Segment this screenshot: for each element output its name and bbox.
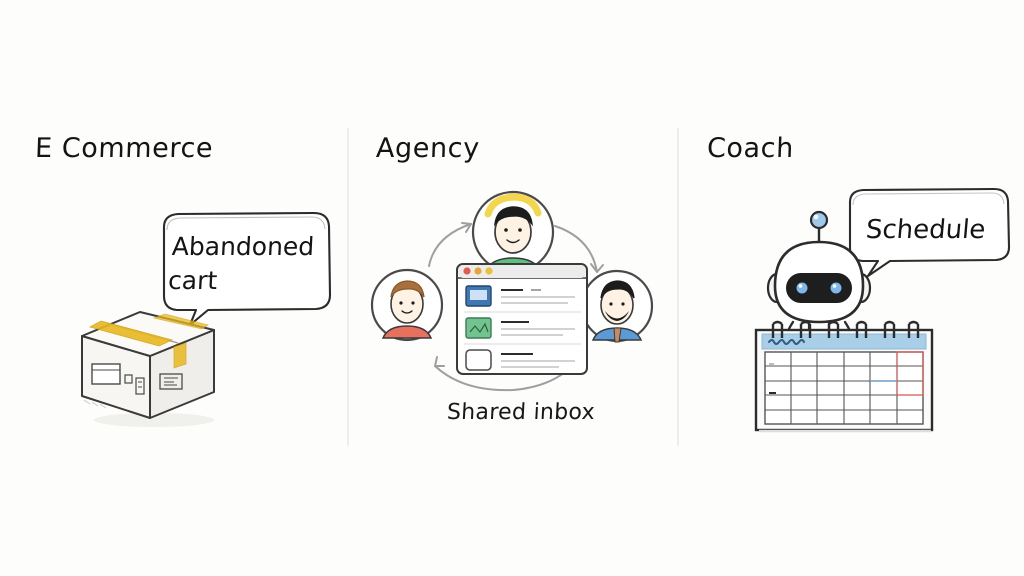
- calendar-ring-top: [856, 320, 867, 325]
- panel-agency: Agency: [349, 0, 677, 576]
- bubble-text-line-2: cart: [167, 266, 218, 295]
- avatar-right-tie: [613, 327, 622, 343]
- panel-coach: Coach Schedule: [679, 0, 1024, 576]
- calendar-header-band: [761, 333, 927, 350]
- box-stamp-lines: [164, 377, 178, 386]
- box-shadow: [94, 413, 214, 427]
- calendar-ring: [855, 324, 868, 338]
- inbox-row[interactable]: [464, 317, 581, 345]
- box-hatch: [83, 399, 107, 409]
- robot-eye-left: [796, 282, 808, 294]
- avatar-left-shirt: [381, 325, 433, 339]
- box-mark-2: [135, 377, 145, 395]
- avatar-top-eye-right: [518, 228, 522, 232]
- avatar-right: [580, 269, 654, 343]
- box-mark-1: [124, 374, 133, 384]
- calendar-ring-top: [884, 320, 895, 325]
- row-thumbnail-empty: [465, 349, 492, 371]
- avatar-top-halo: [484, 193, 542, 218]
- avatar-left-hair: [390, 280, 425, 298]
- window-dot-red[interactable]: [463, 267, 471, 275]
- box-mark-2-lines: [138, 381, 142, 388]
- calendar-highlight-weekend: [896, 351, 924, 396]
- cardboard-box-illustration: [81, 311, 215, 427]
- robot-eye-left-glint: [798, 284, 803, 288]
- row-thumbnail-blue-screen: [470, 290, 487, 300]
- box-tape-side: [173, 342, 187, 369]
- row-thumbnail-green-chart: [469, 322, 489, 334]
- calendar-ring-top: [772, 320, 783, 325]
- inbox-row[interactable]: [465, 349, 575, 371]
- panel-title-ecommerce: E Commerce: [34, 133, 214, 164]
- box-label-big: [91, 363, 121, 385]
- calendar-ring: [771, 324, 784, 338]
- avatar-left-eye-right: [411, 301, 415, 305]
- avatar-left: [370, 268, 444, 342]
- window-dot-yellow[interactable]: [474, 267, 482, 275]
- flow-arrowhead-left: [434, 356, 445, 367]
- flow-arrow-top-to-right: [554, 225, 598, 273]
- calendar-grid: [764, 351, 924, 425]
- caption-shared-inbox: Shared inbox: [446, 400, 596, 425]
- calendar-grid-rows: [765, 365, 923, 411]
- calendar-month-label-squiggle: [768, 339, 805, 345]
- panel-title-agency: Agency: [375, 133, 481, 164]
- calendar-grid-columns: [790, 352, 898, 424]
- calendar-ring: [907, 324, 920, 338]
- avatar-top-eye-left: [504, 228, 508, 232]
- avatar-right-beard: [605, 311, 629, 321]
- box-tape-top-2: [152, 313, 209, 330]
- calendar-ring: [799, 324, 812, 338]
- robot-eye-right: [830, 282, 842, 294]
- row-thumbnail-green: [465, 317, 492, 339]
- panel-divider-left: [347, 128, 349, 446]
- bubble-text-schedule: Schedule: [865, 215, 987, 245]
- panel-ecommerce: E Commerce Abandoned cart: [0, 0, 347, 576]
- robot-illustration: [766, 210, 872, 342]
- avatar-top: [471, 190, 555, 274]
- box-tape-top: [88, 320, 174, 347]
- wall-calendar-illustration: [754, 320, 934, 433]
- avatar-right-eye-right: [621, 302, 625, 306]
- panel-title-coach: Coach: [706, 133, 795, 164]
- robot-visor: [786, 273, 852, 303]
- panel-divider-right: [677, 128, 679, 446]
- window-dot-green[interactable]: [485, 267, 493, 275]
- bubble-inner-stroke: [852, 192, 1005, 206]
- bubble-outline: [162, 211, 332, 327]
- bubble-inner-stroke: [166, 216, 326, 231]
- bubble-text-line-1: Abandoned: [171, 232, 315, 261]
- avatar-top-hair: [493, 206, 533, 227]
- inbox-window: [456, 263, 588, 375]
- speech-bubble-abandoned-cart: Abandoned cart: [162, 211, 332, 327]
- robot-eye-right-glint: [832, 284, 837, 288]
- flow-arrowhead-top: [461, 222, 472, 233]
- calendar-rings: [771, 320, 920, 338]
- avatar-left-eye-left: [399, 301, 403, 305]
- robot-antenna-ball: [809, 210, 829, 230]
- avatar-right-hair: [600, 280, 635, 299]
- avatar-left-smile: [401, 310, 413, 314]
- calendar-ring-top: [908, 320, 919, 325]
- avatar-top-smile: [506, 239, 520, 244]
- flow-arrowhead-right: [590, 263, 604, 273]
- box-stamp: [159, 373, 183, 390]
- avatar-right-eye-left: [609, 302, 613, 306]
- calendar-ring-top: [828, 320, 839, 325]
- flow-arrow-left-to-top: [428, 223, 472, 267]
- shared-inbox-illustration: [370, 190, 654, 392]
- calendar-ring: [883, 324, 896, 338]
- inbox-row[interactable]: [464, 285, 581, 313]
- calendar-ring-top: [800, 320, 811, 325]
- robot-antenna-highlight: [813, 214, 819, 220]
- calendar-ring: [827, 324, 840, 338]
